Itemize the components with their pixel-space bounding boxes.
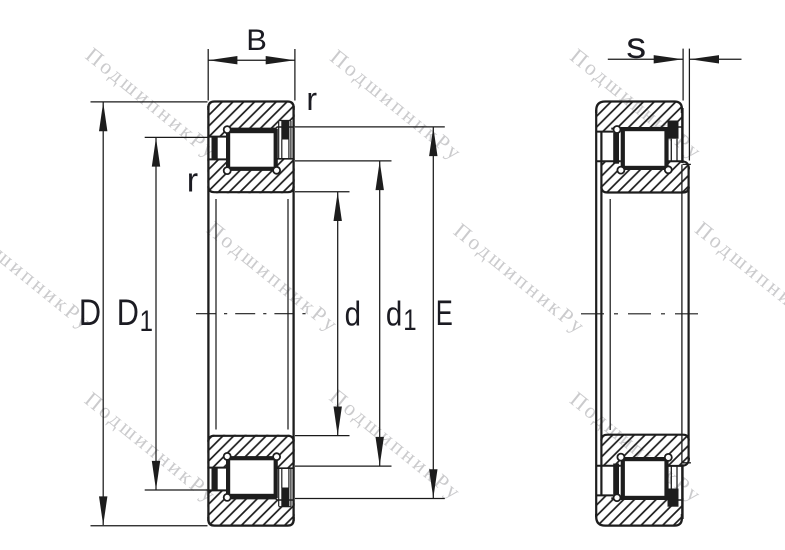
svg-text:B: B: [246, 25, 267, 57]
svg-text:D: D: [117, 292, 139, 333]
svg-text:d: d: [386, 294, 402, 333]
svg-text:s: s: [626, 25, 646, 66]
svg-text:1: 1: [403, 303, 416, 337]
svg-text:r: r: [306, 81, 317, 117]
svg-text:E: E: [436, 293, 453, 333]
svg-text:1: 1: [140, 304, 153, 338]
svg-text:d: d: [345, 294, 361, 333]
svg-text:D: D: [79, 292, 101, 333]
svg-text:r: r: [187, 161, 198, 199]
